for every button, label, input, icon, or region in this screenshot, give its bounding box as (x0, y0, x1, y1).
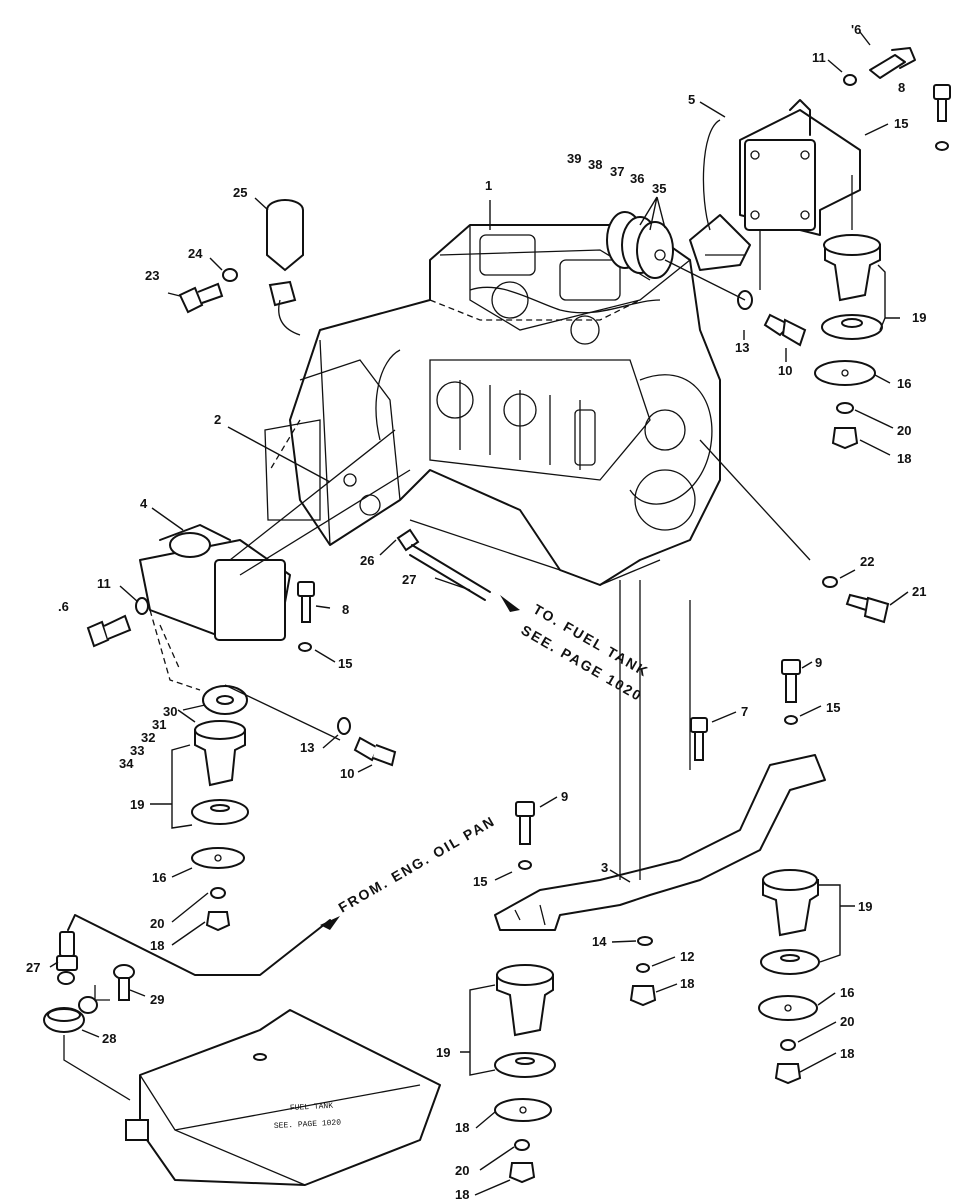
tank-note-line-1: FUEL TANK (290, 1102, 334, 1113)
callout-18-upper: 18 (897, 451, 911, 466)
callout-38: 38 (588, 157, 602, 172)
callout-18-center: 18 (680, 976, 694, 991)
sending-unit (266, 199, 304, 336)
bolt-6-top (869, 47, 916, 79)
callout-23: 23 (145, 268, 159, 283)
callout-20-left: 20 (150, 916, 164, 931)
fuel-fitting (396, 528, 491, 601)
bolt-10-lower (353, 736, 397, 767)
callout-39: 39 (567, 151, 581, 166)
callout-15-left: 15 (338, 656, 352, 671)
isolator-mount-lower-right (758, 869, 820, 1085)
callout-16-left: 16 (152, 870, 166, 885)
callout-15-top: 15 (894, 116, 908, 131)
callout-20-lower-right: 20 (840, 1014, 854, 1029)
drain-nut (43, 1007, 85, 1033)
bolt-9-right (781, 659, 801, 703)
callout-8-left: 8 (342, 602, 349, 617)
bolt-29 (113, 964, 135, 1001)
callout-19-lower-center: 19 (436, 1045, 450, 1060)
from-oil-pan-note: FROM. ENG. OIL PAN (336, 812, 499, 915)
callout-4: 4 (140, 496, 148, 511)
callout-3: 3 (601, 860, 608, 875)
callout-27-lower: 27 (26, 960, 40, 975)
callout-10-lower: 10 (340, 766, 354, 781)
callout-9-right: 9 (815, 655, 822, 670)
callout-13-upper: 13 (735, 340, 749, 355)
cross-member (494, 754, 826, 931)
front-mount-bracket (689, 99, 861, 271)
bolt-top-right (933, 84, 951, 122)
fuel-tank: FUEL TANK SEE. PAGE 1020 (125, 1009, 441, 1186)
callout-11-top: 11 (812, 50, 826, 65)
callout-7: 7 (741, 704, 748, 719)
callout-20-upper: 20 (897, 423, 911, 438)
callout-15-right: 15 (826, 700, 840, 715)
callout-1: 1 (485, 178, 492, 193)
leader-lines (49, 31, 909, 1196)
callout-35: 35 (652, 181, 666, 196)
callout-6-top: '6 (851, 22, 861, 37)
isolator-mount-lower-center (494, 964, 556, 1184)
callout-2: 2 (214, 412, 221, 427)
callout-36: 36 (630, 171, 644, 186)
callout-19-upper-right: 19 (912, 310, 926, 325)
callout-34: 34 (119, 756, 134, 771)
callout-18-lower-center: 18 (455, 1120, 469, 1135)
callout-6-left: .6 (58, 599, 69, 614)
bolt-23 (178, 282, 224, 314)
callout-37: 37 (610, 164, 624, 179)
bolt-10-upper (763, 313, 807, 347)
drain-fitting (56, 931, 78, 985)
callout-5: 5 (688, 92, 695, 107)
callout-16-lower-right: 16 (840, 985, 854, 1000)
bolt-7 (690, 717, 708, 761)
callout-16-upper: 16 (897, 376, 911, 391)
callout-22: 22 (860, 554, 874, 569)
callout-15-center: 15 (473, 874, 487, 889)
callout-30: 30 (163, 704, 177, 719)
callout-19-left: 19 (130, 797, 144, 812)
bolt-9-center (515, 801, 535, 845)
callout-21: 21 (912, 584, 926, 599)
bolt-6-left (86, 614, 132, 648)
bolt-21 (845, 593, 890, 624)
callout-11-left: 11 (97, 576, 111, 591)
callout-24: 24 (188, 246, 203, 261)
callout-20-lower-center: 20 (455, 1163, 469, 1178)
callout-18-left: 18 (150, 938, 164, 953)
callout-27-upper: 27 (402, 572, 416, 587)
callout-14: 14 (592, 934, 607, 949)
callout-32: 32 (141, 730, 155, 745)
callout-19-lower-right: 19 (858, 899, 872, 914)
callout-29: 29 (150, 992, 164, 1007)
callout-18-lower-right: 18 (840, 1046, 854, 1061)
callout-8-top: 8 (898, 80, 905, 95)
callout-12: 12 (680, 949, 694, 964)
rear-mount-bracket (139, 524, 291, 691)
callout-28: 28 (102, 1031, 116, 1046)
callout-25: 25 (233, 185, 247, 200)
bolt-8-left (297, 581, 315, 623)
callout-10-upper: 10 (778, 363, 792, 378)
callout-13-lower: 13 (300, 740, 314, 755)
isolator-mount-upper-right (814, 234, 883, 450)
callout-31: 31 (152, 717, 166, 732)
callout-18-bottom: 18 (455, 1187, 469, 1200)
callout-33: 33 (130, 743, 144, 758)
pulley-assembly (606, 211, 746, 301)
isolator-mount-left (191, 685, 249, 932)
tank-note-line-2: SEE. PAGE 1020 (274, 1118, 342, 1131)
callout-9-center: 9 (561, 789, 568, 804)
engine-assembly (264, 224, 721, 586)
callout-labels: '6 11 8 5 15 39 38 37 36 35 1 25 24 23 1… (26, 22, 926, 1200)
callout-26: 26 (360, 553, 374, 568)
